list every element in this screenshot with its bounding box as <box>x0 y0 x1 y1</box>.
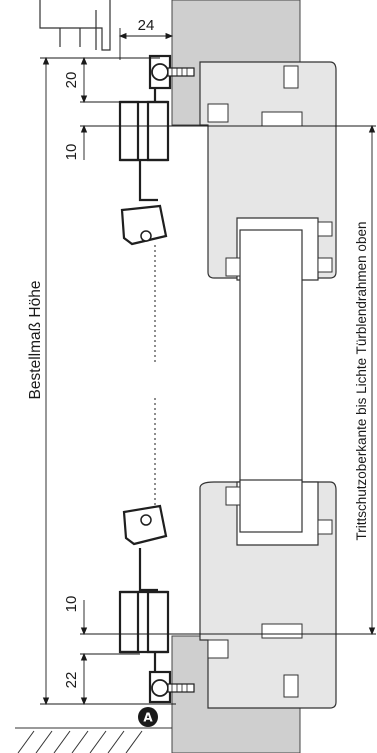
top-bracket <box>39 0 111 51</box>
bottom-pivot-icon <box>140 514 152 526</box>
dim-top-height: 20 <box>63 72 80 89</box>
marker-a-label: A <box>143 711 153 725</box>
dimension-lines <box>40 28 376 706</box>
door-frame <box>199 61 337 709</box>
top-pivot-icon <box>140 230 152 242</box>
top-profile <box>118 54 172 246</box>
dim-bottom-offset: 10 <box>63 596 80 613</box>
label-order-height: Bestellmaß Höhe <box>27 281 44 400</box>
dim-top-offset: 10 <box>63 144 80 161</box>
label-clear-height: Trittschutzoberkante bis Lichte Türblend… <box>354 222 369 541</box>
dim-bottom-height: 22 <box>63 672 80 689</box>
dim-top-width: 24 <box>138 17 155 34</box>
floor-hatch <box>15 727 172 753</box>
marker-a: A <box>138 707 158 727</box>
bottom-profile <box>118 504 172 704</box>
top-screw-icon <box>151 63 195 81</box>
frame-notches <box>207 65 333 698</box>
bottom-screw-icon <box>151 679 195 697</box>
